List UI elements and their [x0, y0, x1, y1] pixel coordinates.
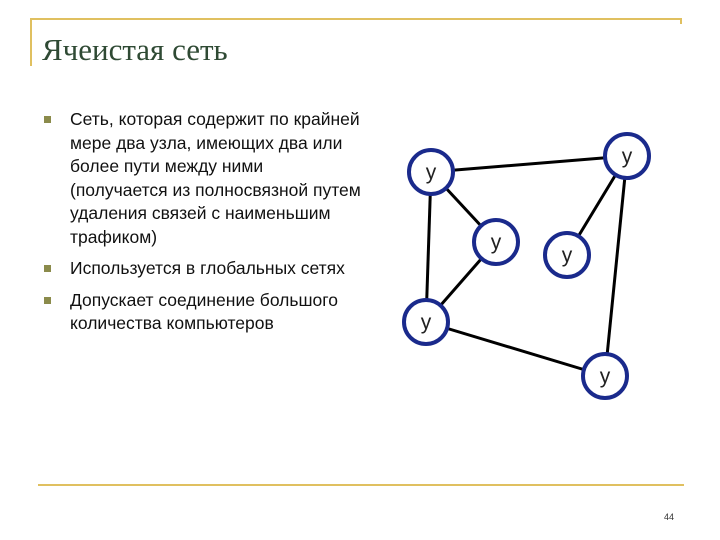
edge	[424, 171, 433, 323]
node-label: у	[491, 231, 502, 254]
node-label: у	[426, 161, 437, 184]
top-frame-line	[30, 18, 682, 20]
node-label: у	[562, 244, 573, 267]
bullet-item: Сеть, которая содержит по крайней мере д…	[44, 108, 364, 249]
edge	[425, 320, 606, 378]
network-node: у	[543, 231, 591, 279]
bullet-square-icon	[44, 296, 51, 304]
bullet-item: Используется в глобальных сетях	[44, 257, 364, 281]
slide-title: Ячеистая сеть	[42, 32, 228, 67]
bullet-text: Сеть, которая содержит по крайней мере д…	[70, 109, 361, 247]
edge	[603, 155, 629, 377]
page-number: 44	[664, 512, 675, 522]
right-frame-tick	[680, 18, 682, 24]
bullet-square-icon	[44, 116, 51, 123]
bullet-text: Используется в глобальных сетях	[70, 258, 345, 278]
node-label: у	[421, 311, 432, 334]
edge	[430, 154, 628, 174]
bullet-square-icon	[44, 265, 51, 272]
bullet-list: Сеть, которая содержит по крайней мере д…	[44, 108, 364, 344]
bullet-item: Допускает соединение большого количества…	[44, 289, 364, 336]
network-node: у	[472, 218, 520, 266]
network-node: у	[402, 298, 450, 346]
network-node: у	[603, 132, 651, 180]
left-frame-line	[30, 18, 32, 66]
network-edges	[424, 154, 629, 378]
footer-rule	[38, 484, 684, 486]
network-node: у	[581, 352, 629, 400]
bullet-text: Допускает соединение большого количества…	[70, 289, 339, 334]
network-node: у	[407, 148, 455, 196]
node-label: у	[622, 145, 633, 168]
node-label: у	[600, 365, 611, 388]
